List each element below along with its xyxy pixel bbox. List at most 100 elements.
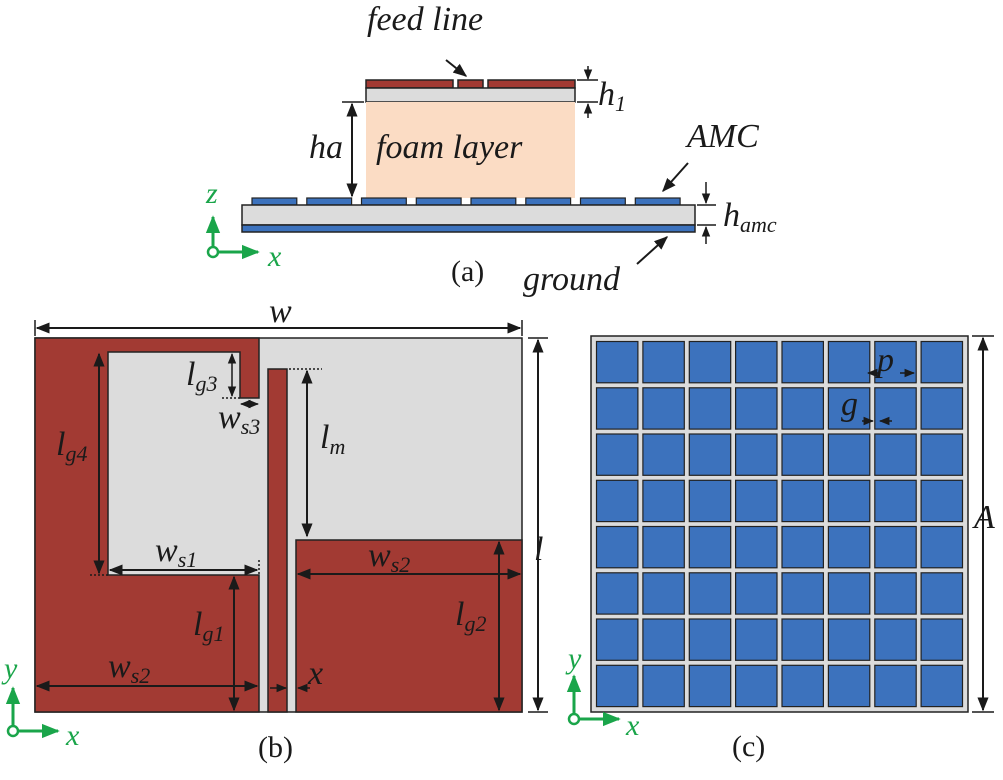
axis-label-y-c: y <box>565 642 582 675</box>
amc-cell <box>827 479 871 523</box>
microstrip-feed <box>267 368 288 713</box>
amc-cell <box>688 479 732 523</box>
axis-label-z: z <box>205 177 218 210</box>
axis-origin-b <box>6 724 20 738</box>
amc-cell <box>734 433 778 476</box>
amc-cell <box>642 664 685 708</box>
amc-cell <box>874 664 917 708</box>
amc-cell <box>874 525 917 569</box>
label-amc: AMC <box>685 118 759 155</box>
amc-cell <box>688 618 732 661</box>
amc-cell <box>874 572 917 615</box>
axis-origin-a <box>206 245 220 259</box>
amc-cell <box>734 572 778 615</box>
label-x-gap: x <box>307 655 323 692</box>
amc-cell <box>874 387 917 430</box>
amc-cell <box>920 525 964 569</box>
amc-cell <box>920 618 964 661</box>
amc-cell <box>595 387 639 430</box>
amc-cell <box>688 572 732 615</box>
amc-cell <box>734 387 778 430</box>
panel-b-antenna: w l lg3 ws3 lm lg4 ws1 ws2 lg1 lg2 <box>1 293 548 764</box>
amc-cell <box>595 572 639 615</box>
amc-patch-side <box>360 197 407 206</box>
amc-cell <box>874 479 917 523</box>
label-lg1: lg1 <box>193 606 224 646</box>
ground-plane <box>241 224 696 233</box>
amc-cell <box>734 664 778 708</box>
panel-c-amc-grid: p g A y x (c) <box>565 335 995 763</box>
label-w: w <box>269 293 292 330</box>
label-g: g <box>841 386 858 423</box>
amc-patch-side <box>306 197 353 206</box>
feed-line-strip-right <box>487 79 576 89</box>
amc-cell <box>688 433 732 476</box>
amc-cell <box>688 525 732 569</box>
amc-cell <box>642 387 685 430</box>
amc-cell <box>781 387 825 430</box>
feed-line-strip-mid <box>457 79 484 89</box>
label-lg4: lg4 <box>56 426 87 466</box>
ground-pointer <box>636 236 669 265</box>
label-ws2-right: ws2 <box>368 537 410 577</box>
label-h1: h1 <box>598 76 626 116</box>
amc-cell <box>827 340 871 384</box>
label-A: A <box>972 499 995 536</box>
amc-cell <box>734 618 778 661</box>
axis-label-y-b: y <box>1 652 18 685</box>
amc-cell <box>595 433 639 476</box>
amc-cell <box>827 664 871 708</box>
label-feed-line: feed line <box>367 1 483 38</box>
amc-cell <box>781 525 825 569</box>
label-ha: ha <box>309 129 343 166</box>
amc-cell <box>595 479 639 523</box>
label-p: p <box>875 342 894 379</box>
axis-label-x-c: x <box>625 709 640 742</box>
top-substrate <box>365 87 576 103</box>
amc-cell <box>595 525 639 569</box>
amc-cell <box>734 340 778 384</box>
amc-cell <box>642 340 685 384</box>
amc-cell <box>642 618 685 661</box>
label-lg3: lg3 <box>186 356 217 396</box>
amc-cell <box>595 664 639 708</box>
feed-line-strip-left <box>365 79 454 89</box>
label-ground: ground <box>523 261 621 298</box>
amc-cell <box>920 664 964 708</box>
amc-patch-side <box>415 197 462 206</box>
caption-b: (b) <box>258 731 293 764</box>
amc-cell <box>781 340 825 384</box>
amc-cell <box>874 618 917 661</box>
amc-pointer <box>662 162 689 193</box>
label-foam-layer: foam layer <box>376 129 523 166</box>
amc-cell <box>920 340 964 384</box>
amc-cell <box>827 572 871 615</box>
amc-cell <box>827 525 871 569</box>
amc-cell <box>688 664 732 708</box>
amc-patches-side <box>251 197 681 206</box>
amc-cell <box>595 340 639 384</box>
amc-cell <box>781 479 825 523</box>
label-ws3: ws3 <box>218 399 260 439</box>
amc-patch-side <box>251 197 298 206</box>
amc-cell <box>781 433 825 476</box>
amc-cell <box>920 479 964 523</box>
label-ws2-left: ws2 <box>108 648 150 688</box>
amc-cell <box>734 525 778 569</box>
amc-cell <box>595 618 639 661</box>
amc-cell <box>874 433 917 476</box>
amc-patch-side <box>579 197 626 206</box>
amc-cell <box>920 572 964 615</box>
amc-cell <box>642 433 685 476</box>
axis-label-x-a: x <box>267 240 282 273</box>
amc-substrate <box>241 204 696 226</box>
amc-cell <box>827 618 871 661</box>
label-l: l <box>534 531 543 568</box>
axis-label-x-b: x <box>65 719 80 752</box>
amc-cell <box>781 572 825 615</box>
amc-patch-side <box>634 197 681 206</box>
amc-cell <box>688 340 732 384</box>
caption-c: (c) <box>732 730 765 763</box>
